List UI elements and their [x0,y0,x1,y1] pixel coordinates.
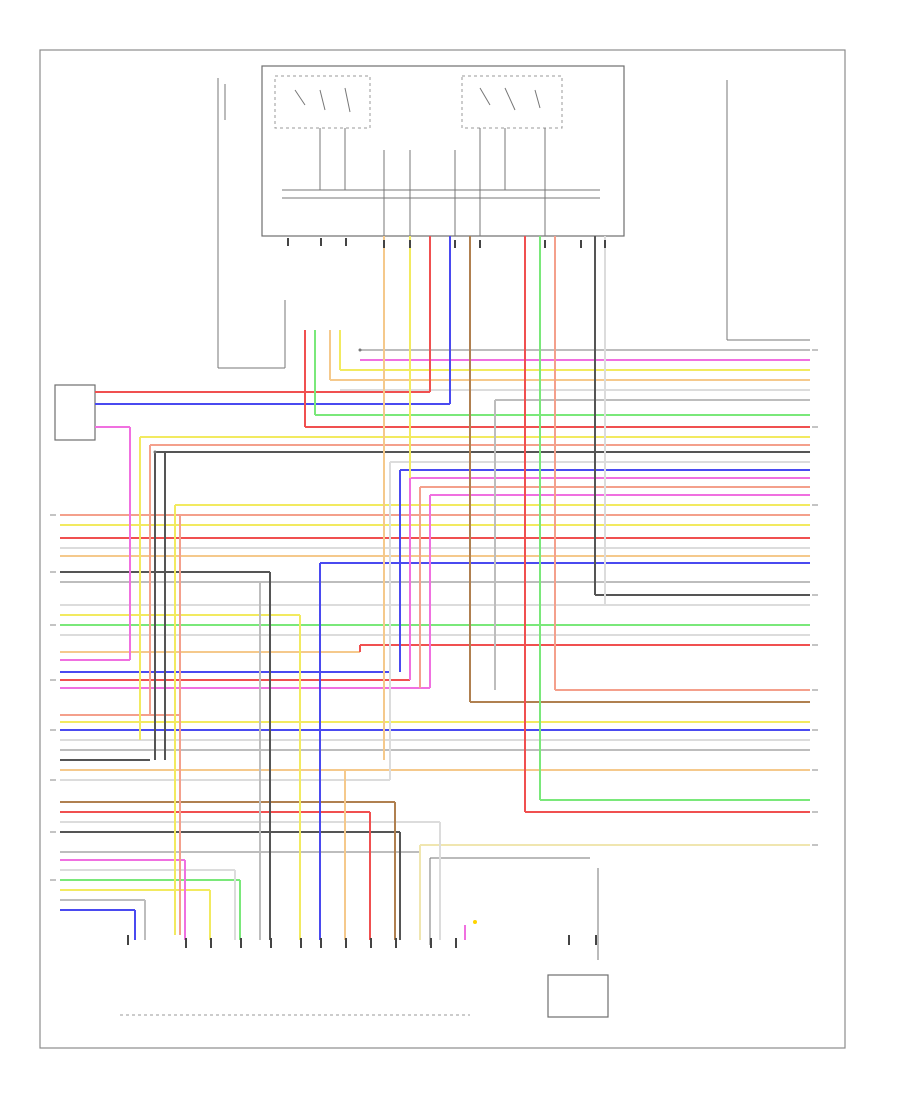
right-terminals [812,349,818,846]
horizontal-wires [60,349,810,911]
vertical-wires [129,236,606,940]
relay-block [261,65,625,237]
left-top-module [217,78,286,369]
right-top-module [726,80,810,341]
diagram-frame [39,49,846,1049]
left-connector [54,384,96,441]
bottom-modules [120,857,609,1018]
connector-marks [127,238,606,948]
left-terminals [50,514,56,881]
